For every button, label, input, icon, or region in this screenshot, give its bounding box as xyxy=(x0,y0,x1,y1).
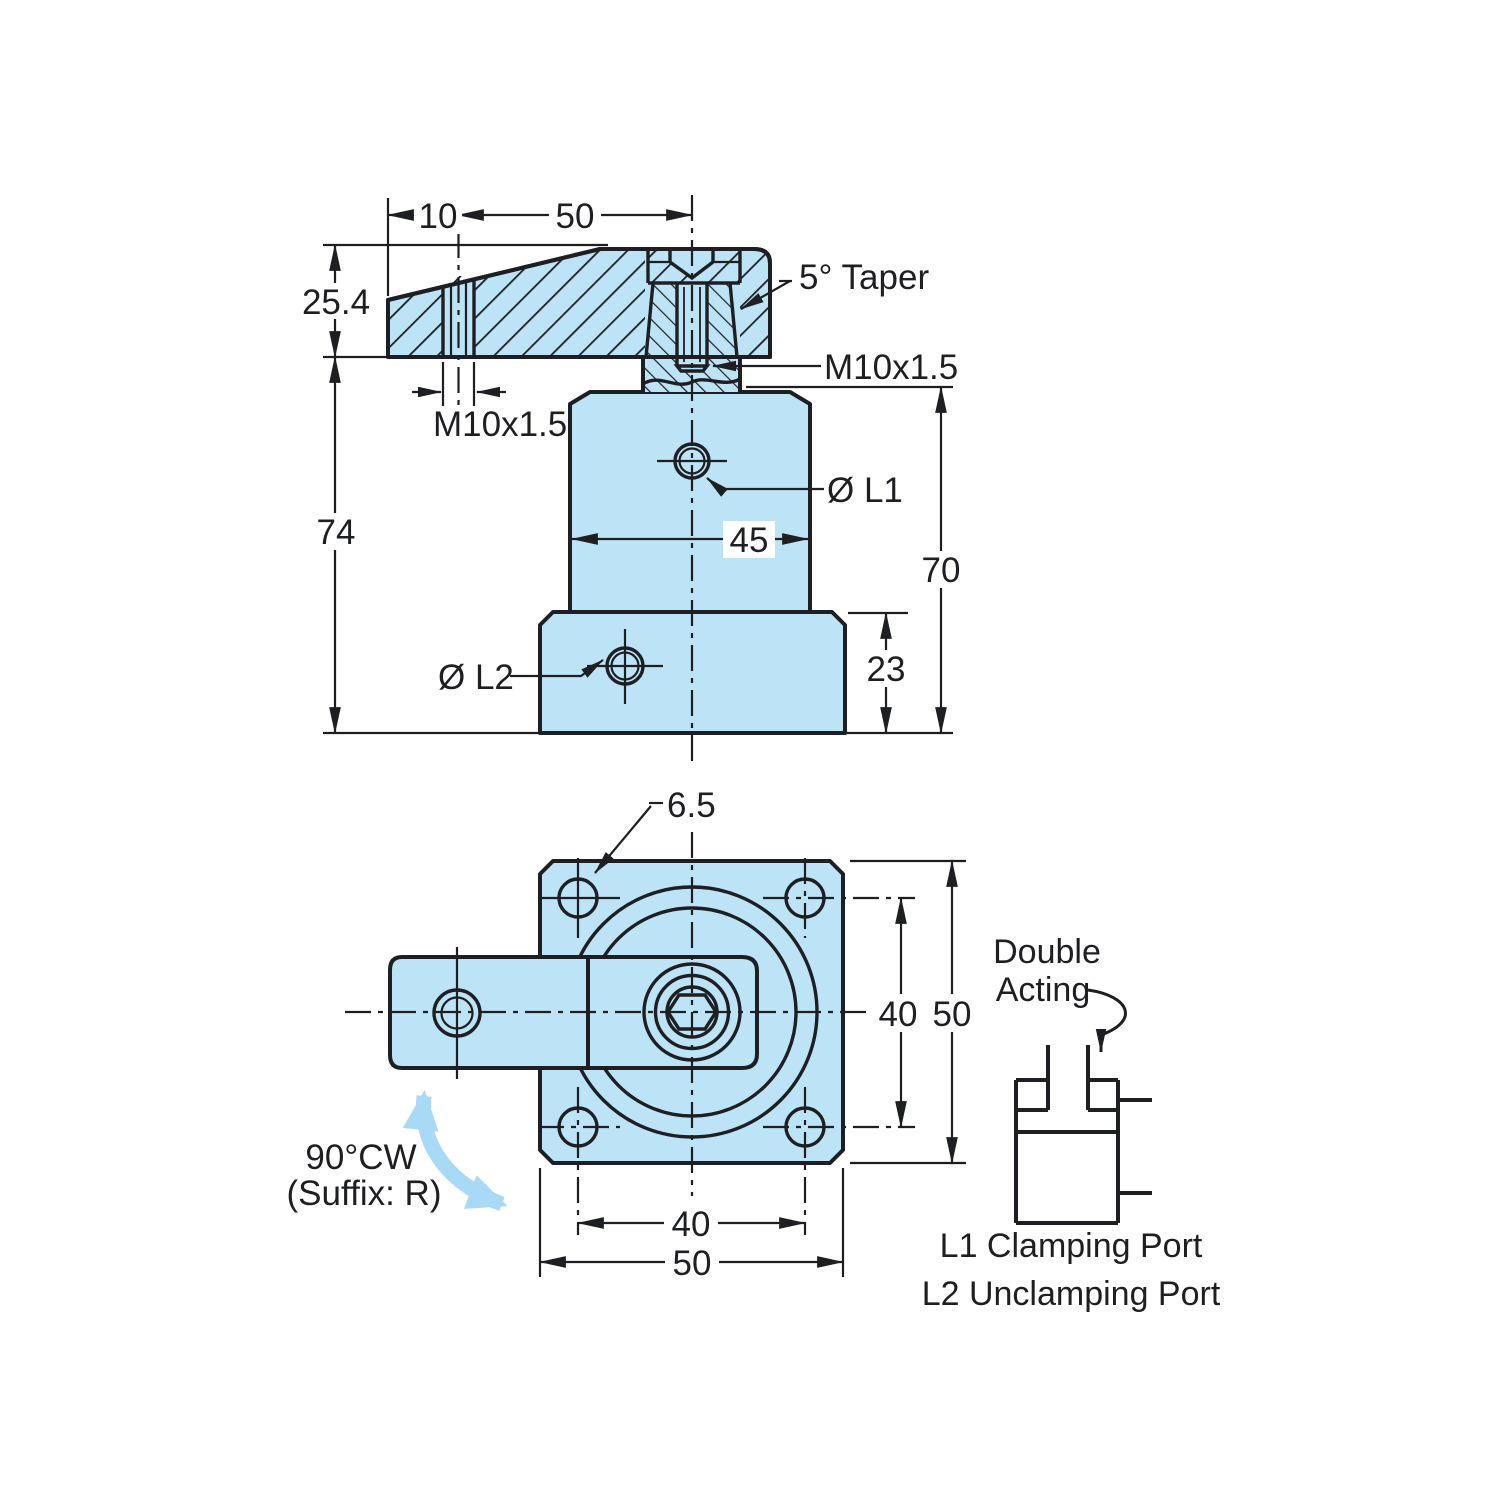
mounting-holes xyxy=(538,858,915,1235)
cylinder-body xyxy=(568,390,812,614)
rotation-indicator: 90°CW (Suffix: R) xyxy=(287,1090,508,1213)
cylinder-symbol xyxy=(1014,1045,1152,1225)
front-dimensions: 10 50 25.4 74 M10x1.5 5° Taper xyxy=(297,197,968,735)
dim-mounting-hole: 6.5 xyxy=(667,786,716,825)
dim-arm-thickness: 25.4 xyxy=(302,283,370,322)
rotation-arrow xyxy=(402,1090,508,1212)
label-arm-thread: M10x1.5 xyxy=(433,405,567,444)
dim-arm-offset: 10 xyxy=(419,197,458,236)
arm-thread-hole xyxy=(441,232,476,412)
port-note-l2: L2 Unclamping Port xyxy=(922,1275,1221,1313)
label-taper: 5° Taper xyxy=(799,258,929,297)
dim-body-height: 70 xyxy=(922,551,961,590)
label-clamping-port: Ø L1 xyxy=(827,471,903,510)
front-view: 10 50 25.4 74 M10x1.5 5° Taper xyxy=(297,195,968,768)
port-note-l1: L1 Clamping Port xyxy=(940,1227,1203,1265)
socket-screw xyxy=(646,249,742,373)
label-rod-thread: M10x1.5 xyxy=(824,348,958,387)
dim-hole-pitch-horizontal: 40 xyxy=(672,1205,711,1244)
label-unclamping-port: Ø L2 xyxy=(438,658,514,697)
bottom-view: 90°CW (Suffix: R) 6.5 40 50 40 xyxy=(287,786,980,1283)
symbol-label-2: Acting xyxy=(996,971,1091,1009)
dim-hole-pitch-vertical: 40 xyxy=(879,995,918,1034)
dim-body-width: 45 xyxy=(730,521,769,560)
dim-flange-thickness: 23 xyxy=(867,650,906,689)
symbol-pointer-arrow xyxy=(1087,988,1127,1053)
rotation-note-2: (Suffix: R) xyxy=(287,1174,442,1213)
taper-sleeve xyxy=(644,282,739,358)
dim-overall-height: 74 xyxy=(317,513,356,552)
bottom-dimensions: 6.5 40 50 40 50 xyxy=(538,786,980,1283)
dim-flange-height: 50 xyxy=(933,995,972,1034)
rotation-note-1: 90°CW xyxy=(305,1138,416,1177)
dim-arm-length: 50 xyxy=(556,197,595,236)
hydraulic-symbol: Double Acting L1 Clamping Port L2 Unclam… xyxy=(922,933,1221,1313)
dim-flange-width: 50 xyxy=(673,1244,712,1283)
symbol-label-1: Double xyxy=(993,933,1101,971)
